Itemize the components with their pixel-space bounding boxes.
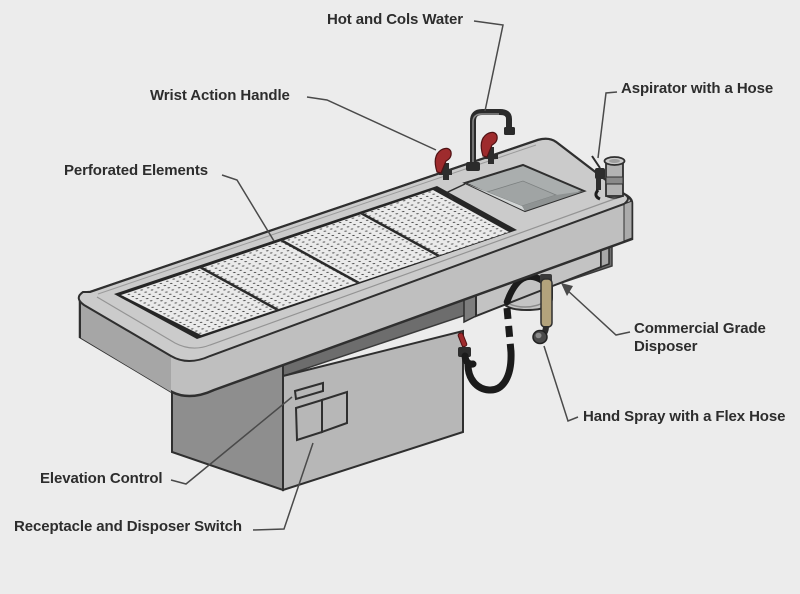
deck-back-edge-contour <box>97 144 537 295</box>
faucet-base <box>466 162 480 171</box>
sink-right-wall <box>522 191 584 211</box>
leader-disposer <box>565 288 631 336</box>
spout-tip <box>504 127 515 135</box>
leader-hot-cold-water <box>473 20 504 112</box>
hose-valve <box>457 332 477 368</box>
wrist-handle-right[interactable] <box>480 131 498 164</box>
faucet[interactable] <box>466 109 515 171</box>
leader-perforated-elements <box>221 174 275 242</box>
leader-elevation-control <box>170 396 293 485</box>
slab-left-face <box>81 303 171 392</box>
receptacle-switch-panel[interactable] <box>294 390 348 442</box>
wrist-handle-left[interactable] <box>434 147 452 180</box>
label-perforated-elements: Perforated Elements <box>64 162 208 179</box>
label-elevation-control: Elevation Control <box>40 470 163 487</box>
label-hand-spray-flex-hose: Hand Spray with a Flex Hose <box>583 408 786 425</box>
pedestal-front-face <box>282 329 464 492</box>
leader-wrist-action-handle <box>306 96 437 151</box>
deck-step-line <box>446 183 466 201</box>
perforated-tray <box>114 186 517 339</box>
aspirator-device[interactable] <box>591 155 626 201</box>
leader-hand-spray <box>543 345 579 422</box>
sink-near-wall <box>465 183 525 211</box>
label-wrist-action-handle: Wrist Action Handle <box>150 87 290 104</box>
sink-basin <box>446 163 587 213</box>
leader-disposer-arrowhead <box>561 283 573 296</box>
tray-section-seams <box>197 210 440 312</box>
label-aspirator-with-hose: Aspirator with a Hose <box>621 80 774 97</box>
label-hot-and-cold-water: Hot and Cols Water <box>327 11 463 28</box>
leader-aspirator <box>597 91 618 159</box>
leader-receptacle-switch <box>252 442 314 531</box>
flex-hose <box>464 307 515 394</box>
label-receptacle-disposer-switch: Receptacle and Disposer Switch <box>14 518 242 535</box>
elevation-control-panel[interactable] <box>293 381 324 401</box>
hand-spray-nozzle <box>532 274 553 345</box>
wrist-action-handles[interactable] <box>434 131 498 180</box>
slab-right-end-face <box>623 200 633 242</box>
deck-edge-contour <box>96 197 618 349</box>
label-commercial-grade-disposer: Commercial Grade Disposer <box>634 320 766 355</box>
leader-lines <box>170 20 631 531</box>
